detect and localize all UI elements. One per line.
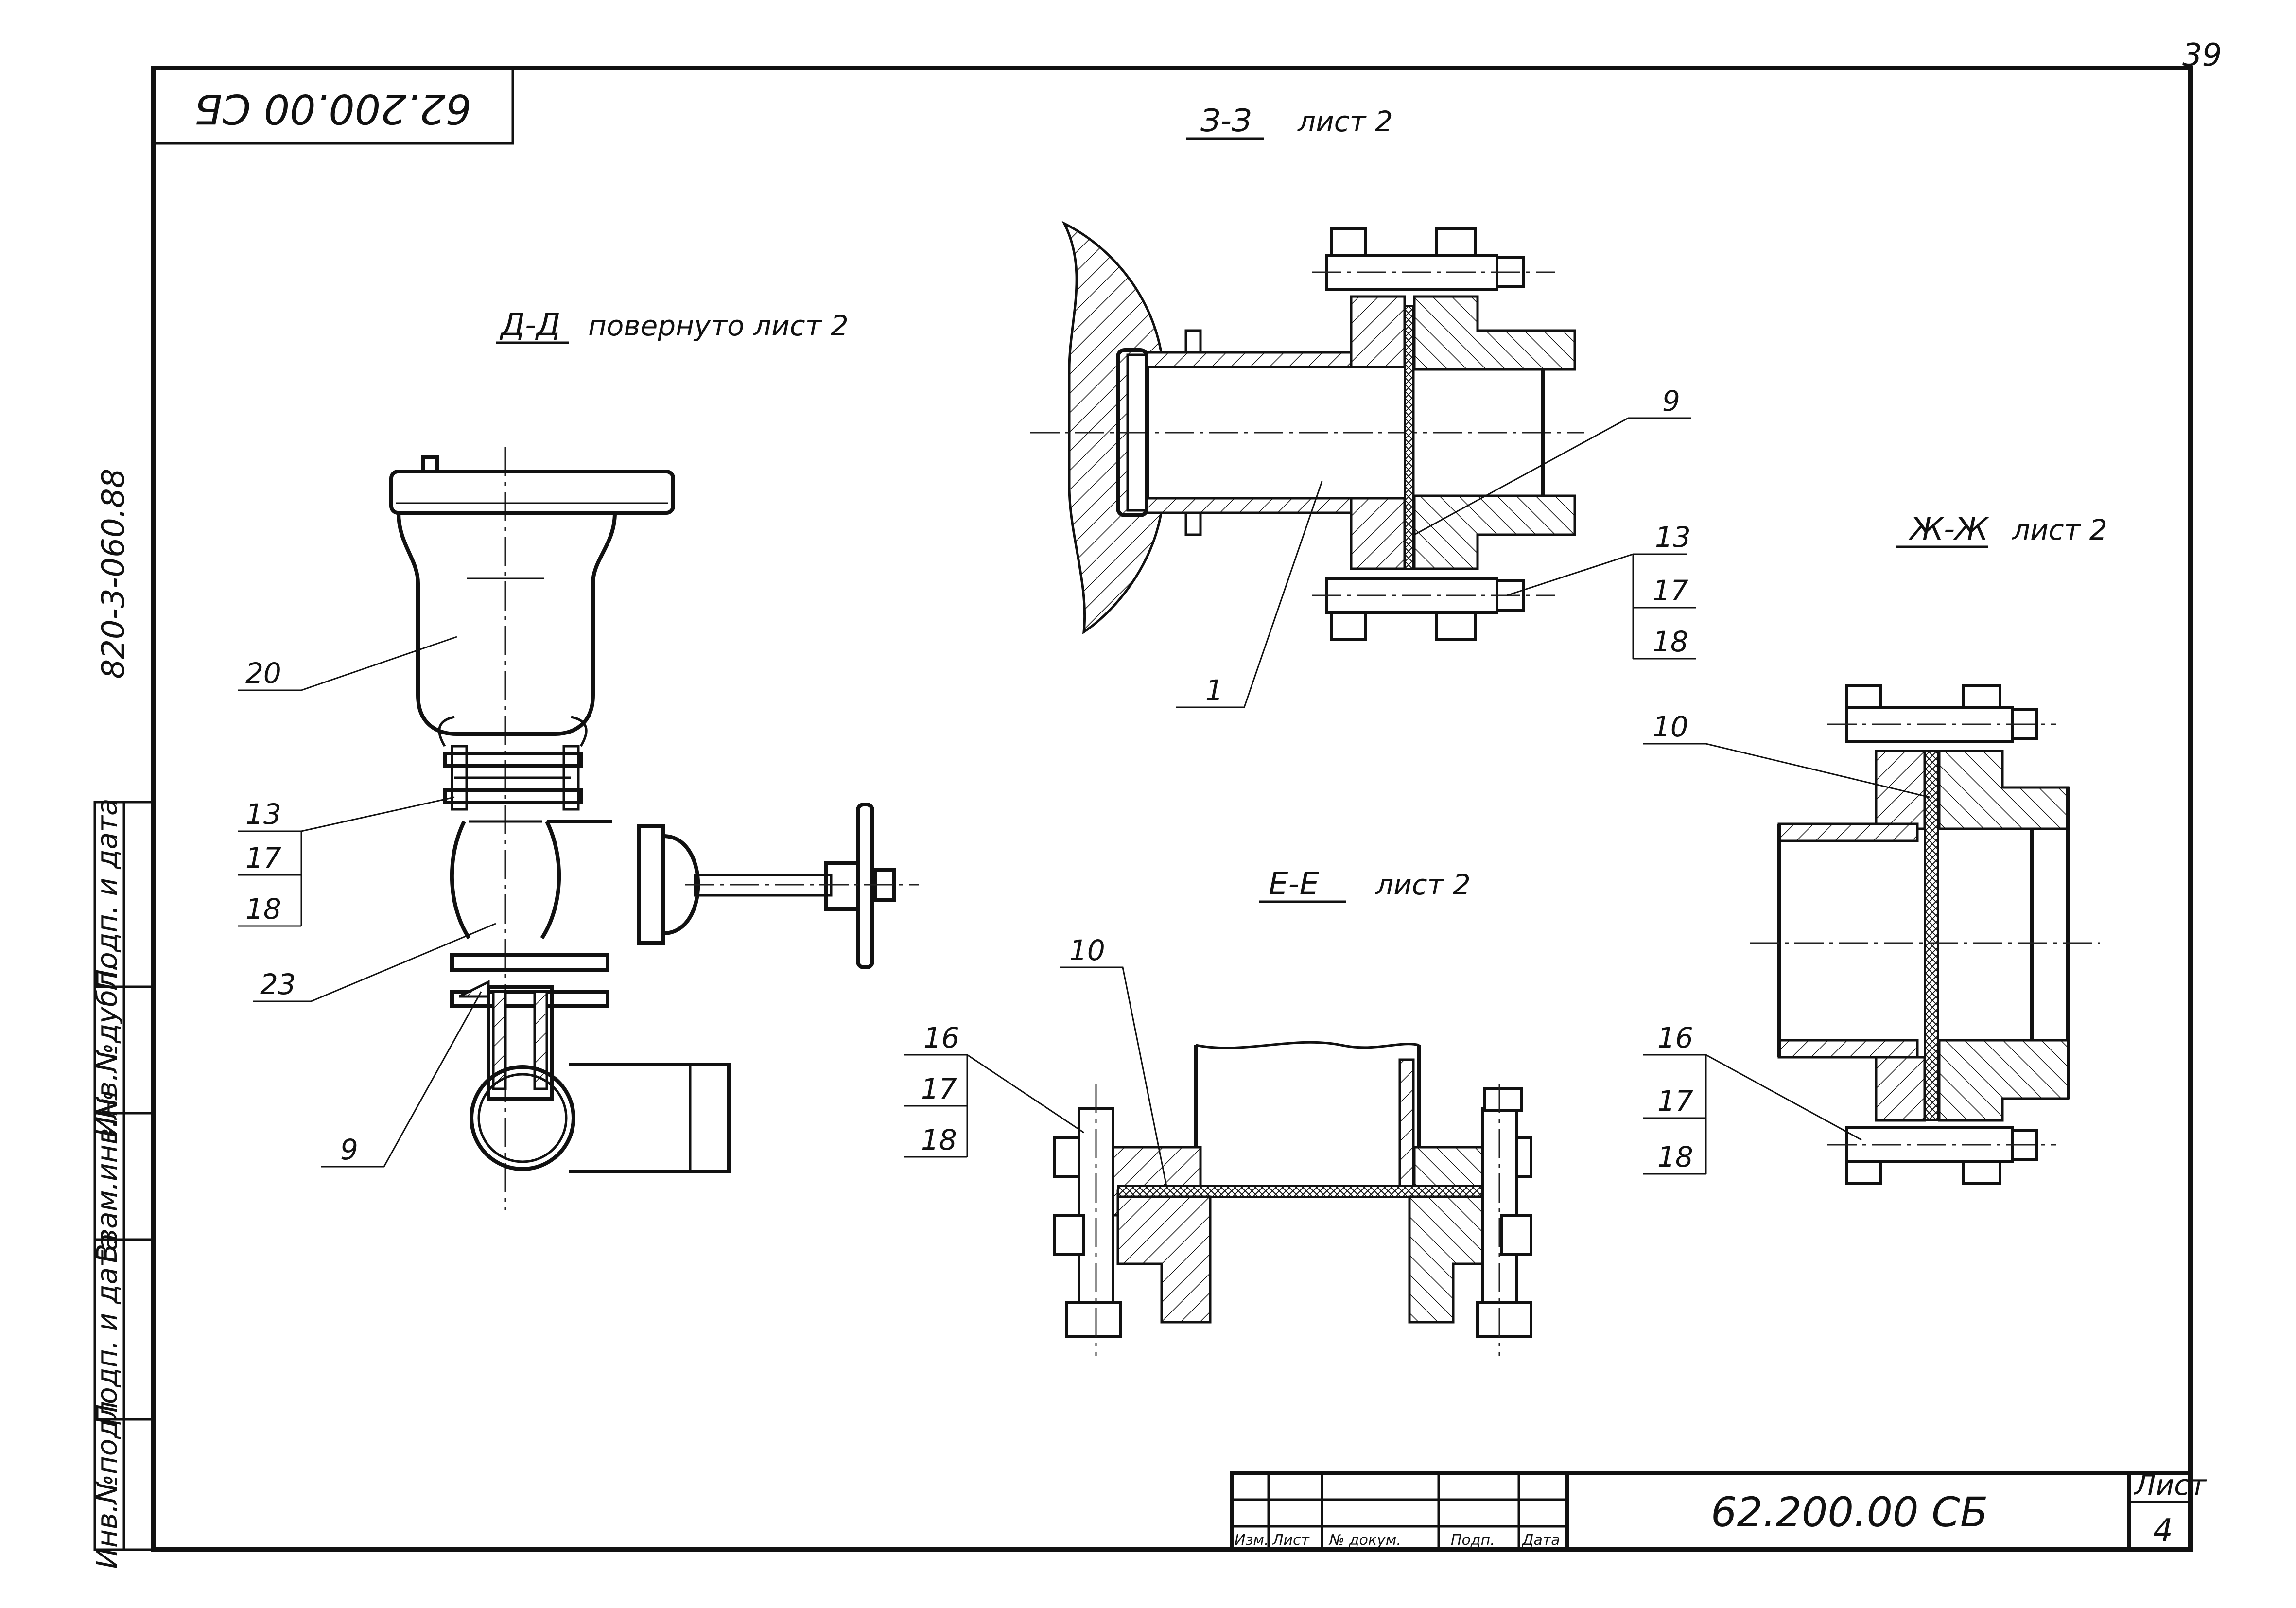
strip-label-5: Подп. и дата [90, 798, 123, 990]
ee-callout-17: 17 [921, 1072, 957, 1105]
zz-callout-17: 17 [1652, 574, 1688, 607]
section-dd: Д-Д повернуто лист 2 [238, 307, 919, 1210]
jj-callout-10: 10 [1652, 710, 1688, 743]
section-zz: З-З лист 2 [1030, 103, 1696, 708]
section-ee: Е-Е лист 2 10 16 17 18 [904, 866, 1532, 1356]
zz-callout-1: 1 [1205, 674, 1223, 707]
strip-label-3: Взам.инв.№ [90, 1090, 123, 1263]
vertical-doc-code: 820-3-060.88 [96, 469, 132, 679]
strip-label-2: Подп. и дата [90, 1233, 123, 1425]
dd-callout-9: 9 [340, 1133, 358, 1166]
section-jj-title: Ж-Ж [1908, 511, 1990, 547]
left-strip: Инв.№подл Подп. и дата Взам.инв.№ Инв.№д… [90, 798, 155, 1569]
header-data: Дата [1521, 1532, 1560, 1549]
ee-callout-10: 10 [1069, 934, 1105, 967]
dd-callout-18: 18 [245, 892, 281, 926]
zz-callout-18: 18 [1652, 625, 1688, 658]
header-izm: Изм. [1235, 1532, 1269, 1549]
header-doc: № докум. [1328, 1532, 1401, 1549]
section-jj: Ж-Ж лист 2 10 16 17 [1643, 511, 2107, 1185]
dd-callout-13: 13 [245, 798, 281, 831]
dd-callout-20: 20 [245, 657, 281, 690]
header-podp: Подп. [1451, 1532, 1495, 1549]
stamp-code: 62.200.00 СБ [194, 85, 472, 133]
dd-callout-17: 17 [245, 841, 281, 874]
section-zz-sheet: лист 2 [1297, 105, 1393, 138]
header-list: Лист [1272, 1532, 1310, 1549]
sheet-value: 4 [2153, 1513, 2173, 1549]
top-left-stamp: 62.200.00 СБ [152, 67, 514, 145]
section-ee-title: Е-Е [1269, 866, 1320, 902]
jj-callout-18: 18 [1657, 1140, 1693, 1173]
strip-label-1: Инв.№подл [90, 1401, 123, 1569]
sheet-label: Лист [2134, 1468, 2207, 1502]
jj-callout-17: 17 [1657, 1084, 1693, 1118]
ee-callout-16: 16 [923, 1021, 959, 1054]
ee-callout-18: 18 [921, 1123, 957, 1156]
strip-label-4: Инв.№дубл. [90, 962, 123, 1137]
section-jj-sheet: лист 2 [2012, 513, 2107, 546]
section-ee-sheet: лист 2 [1375, 868, 1471, 901]
title-block: Изм. Лист № докум. Подп. Дата 62.200.00 … [1230, 1468, 2207, 1552]
zz-callout-9: 9 [1662, 385, 1680, 418]
section-dd-sheet: повернуто лист 2 [588, 309, 849, 342]
designation: 62.200.00 СБ [1711, 1488, 1988, 1536]
zz-callout-13: 13 [1655, 521, 1691, 554]
section-dd-title: Д-Д [499, 307, 560, 343]
section-zz-title: З-З [1200, 103, 1252, 139]
dd-callout-23: 23 [260, 968, 296, 1001]
jj-callout-16: 16 [1657, 1021, 1693, 1054]
